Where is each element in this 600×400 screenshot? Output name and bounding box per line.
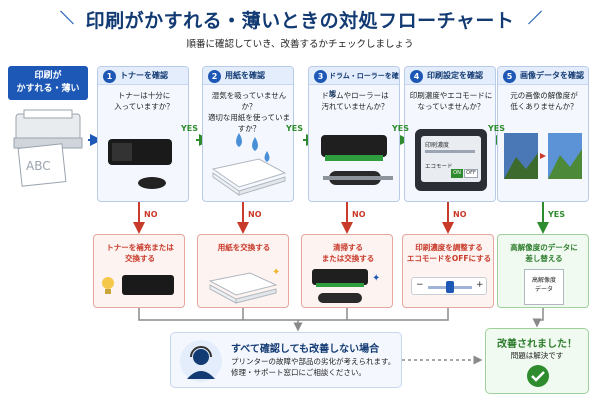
page-title: 印刷がかすれる・薄いときの対処フローチャート (85, 10, 515, 32)
no-label-4: NO (453, 210, 467, 219)
merge-line (138, 308, 449, 321)
fix-text: トナーを補充または 交換する (106, 243, 174, 263)
fix-card-settings: 印刷濃度を調整する エコモードをOFFにする − + (402, 234, 494, 308)
density-slider[interactable]: − + (411, 277, 487, 295)
fix-card-toner: トナーを補充または 交換する (93, 234, 185, 308)
svg-text:✦: ✦ (372, 273, 380, 284)
support-operator-icon (180, 340, 222, 382)
step-question: 元の画像の解像度が 低くありませんか？ (510, 91, 578, 111)
step-question: 印刷濃度やエコモードに なっていませんか？ (409, 91, 493, 111)
fix-text: 用紙を交換する (217, 243, 271, 252)
fallback-box: すべて確認しても改善しない場合 プリンターの故障や部品の劣化が考えられます。 修… (170, 332, 402, 388)
resolved-box: 改善されました！ 問題は解決です (485, 328, 589, 394)
fallback-title: すべて確認しても改善しない場合 (231, 344, 380, 355)
density-bar (425, 150, 475, 153)
step-question: 湿気を吸っていませんか？ 適切な用紙を使っていますか？ (207, 91, 291, 133)
new-paper-icon: ✦ (208, 267, 280, 304)
yes-label-5: YES (548, 210, 566, 219)
step-number: 2 (208, 70, 221, 83)
step-card-toner: 1 トナーを確認 トナーは十分に 入っていますか？ (97, 66, 189, 202)
step-card-settings: 4 印刷設定を確認 印刷濃度やエコモードに なっていませんか？ 印刷濃度 エコモー… (404, 66, 496, 202)
drum-clean-icon: ✦ (312, 269, 380, 303)
yes-label-1: YES (181, 124, 199, 133)
arrow-to-done (537, 308, 544, 321)
toner-replace-icon (102, 275, 174, 295)
step-question: ドラムやローラーは 汚れていませんか？ (321, 91, 389, 111)
fix-card-image: 高解像度のデータに 差し替える 高解像度 データ (497, 234, 589, 308)
check-icon (527, 365, 549, 387)
yes-label-2: YES (286, 124, 304, 133)
no-label-2: NO (248, 210, 262, 219)
printed-sample-text: ABC (26, 159, 51, 173)
step-title: 画像データを確認 (520, 71, 584, 80)
step-card-image: 5 画像データを確認 元の画像の解像度が 低くありませんか？ (497, 66, 589, 202)
start-label: 印刷が かすれる・薄い (8, 66, 88, 100)
slider-handle[interactable] (446, 281, 454, 293)
fix-card-drum: 清掃する または交換する ✦ (301, 234, 393, 308)
deco-left-icon: ＼ (60, 11, 74, 27)
slider-plus[interactable]: + (476, 280, 484, 290)
step-title: ドラム・ローラーを確認 (329, 72, 399, 98)
printer-illustration: ABC (10, 108, 86, 192)
step-number: 4 (410, 70, 423, 83)
fix-text: 高解像度のデータに 差し替える (510, 243, 578, 263)
yes-label-3: YES (392, 124, 410, 133)
fix-text: 清掃する または交換する (321, 243, 375, 263)
paper-moisture-icon (211, 133, 287, 196)
step-number: 5 (503, 70, 516, 83)
hires-doc: 高解像度 データ (524, 269, 564, 305)
fix-card-paper: 用紙を交換する ✦ (197, 234, 289, 308)
no-label-1: NO (144, 210, 158, 219)
eco-off-button[interactable]: OFF (464, 169, 478, 178)
yes-label-4: YES (488, 124, 506, 133)
eco-on-button[interactable]: ON (451, 169, 463, 178)
step-number: 1 (103, 70, 116, 83)
printer-panel: 印刷濃度 エコモード ON OFF (415, 129, 487, 191)
step-title: 用紙を確認 (225, 71, 265, 80)
step-card-paper: 2 用紙を確認 湿気を吸っていませんか？ 適切な用紙を使っていますか？ (202, 66, 294, 202)
step-number: 3 (314, 70, 327, 83)
deco-right-icon: ／ (528, 11, 542, 27)
resolved-title: 改善されました！ (497, 339, 577, 350)
step-title: 印刷設定を確認 (427, 71, 483, 80)
slider-minus[interactable]: − (416, 280, 424, 290)
drum-roller-icon (321, 135, 393, 185)
no-label-3: NO (352, 210, 366, 219)
image-resolution-icon (504, 133, 582, 179)
eco-label: エコモード (425, 164, 453, 170)
svg-text:✦: ✦ (272, 267, 280, 278)
toner-cartridge-icon (108, 139, 172, 189)
step-question: トナーは十分に 入っていますか？ (114, 91, 174, 111)
resolved-subtitle: 問題は解決です (510, 351, 564, 360)
step-title: トナーを確認 (120, 71, 168, 80)
fallback-text: プリンターの故障や部品の劣化が考えられます。 修理・サポート窓口にご相談ください… (231, 357, 396, 377)
page-subtitle: 順番に確認していき、改善するかチェックしましょう (186, 39, 414, 50)
fix-text: 印刷濃度を調整する エコモードをOFFにする (406, 243, 492, 263)
density-label: 印刷濃度 (425, 142, 450, 149)
